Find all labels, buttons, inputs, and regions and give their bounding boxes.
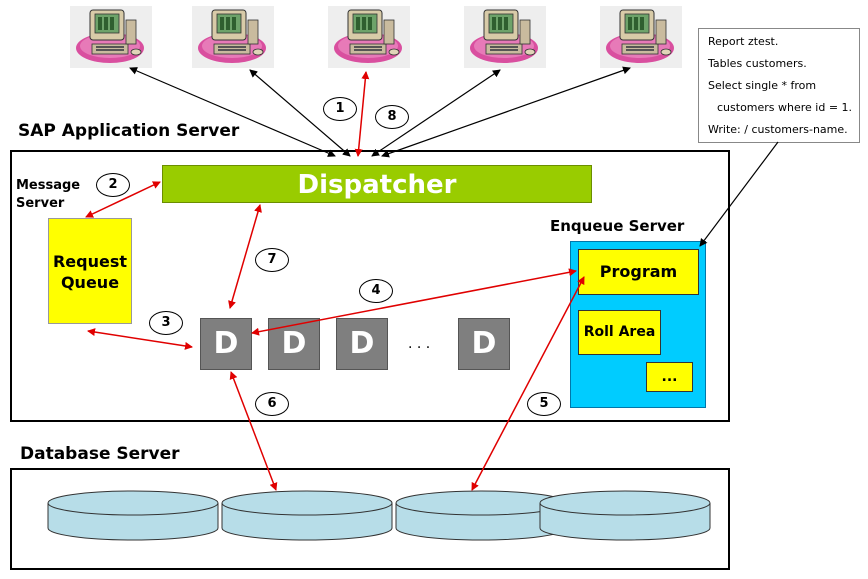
ellipsis: . . . [408,336,431,352]
step-5-arrow [471,276,585,491]
step-badge: 6 [255,392,289,416]
code-line: Report ztest. [708,35,779,48]
dispatcher-label: Dispatcher [297,170,457,200]
database-disk [47,490,219,541]
note-pointer [699,141,779,247]
more-label: ... [661,369,678,385]
database-server-frame [10,468,730,570]
workstation-link [249,69,351,157]
program-label: Program [599,262,678,281]
roll-area-box: Roll Area [578,310,661,355]
step-badge: 1 [323,97,357,121]
roll-area-label: Roll Area [583,324,656,340]
code-line: Select single * from [708,79,817,92]
database-disk [395,490,567,541]
step-badge: 5 [527,392,561,416]
request-queue-box: Request Queue [48,218,132,324]
step-4-arrow [251,268,577,336]
step-badge: 8 [375,105,409,129]
database-disk [221,490,393,541]
app-server-frame [10,150,730,422]
step-badge: 4 [359,279,393,303]
enqueue-server-title: Enqueue Server [550,217,685,235]
step-6-arrow [229,371,278,491]
message-server-label: Message Server [16,178,81,211]
dispatcher-box: Dispatcher [162,165,592,203]
database-server-title: Database Server [20,444,180,464]
step-7-arrow [228,204,262,309]
step-3-arrow [87,328,193,350]
step-badge: 3 [149,311,183,335]
step-badge: 2 [96,173,130,197]
request-queue-label: Request Queue [52,252,128,292]
work-process: D [200,318,252,370]
code-line: Tables customers. [708,57,807,70]
code-note: Report ztest. Tables customers. Select s… [698,28,860,143]
more-box: ... [646,362,693,392]
step-badge: 7 [255,248,289,272]
program-box: Program [578,249,699,295]
database-disk [539,490,711,541]
workstation-link [129,67,336,157]
step-1-8-arrow [354,71,370,157]
code-line: customers where id = 1. [717,101,853,114]
workstation-link [381,66,631,158]
step-2-arrow [85,181,161,218]
code-line: Write: / customers-name. [708,123,848,136]
